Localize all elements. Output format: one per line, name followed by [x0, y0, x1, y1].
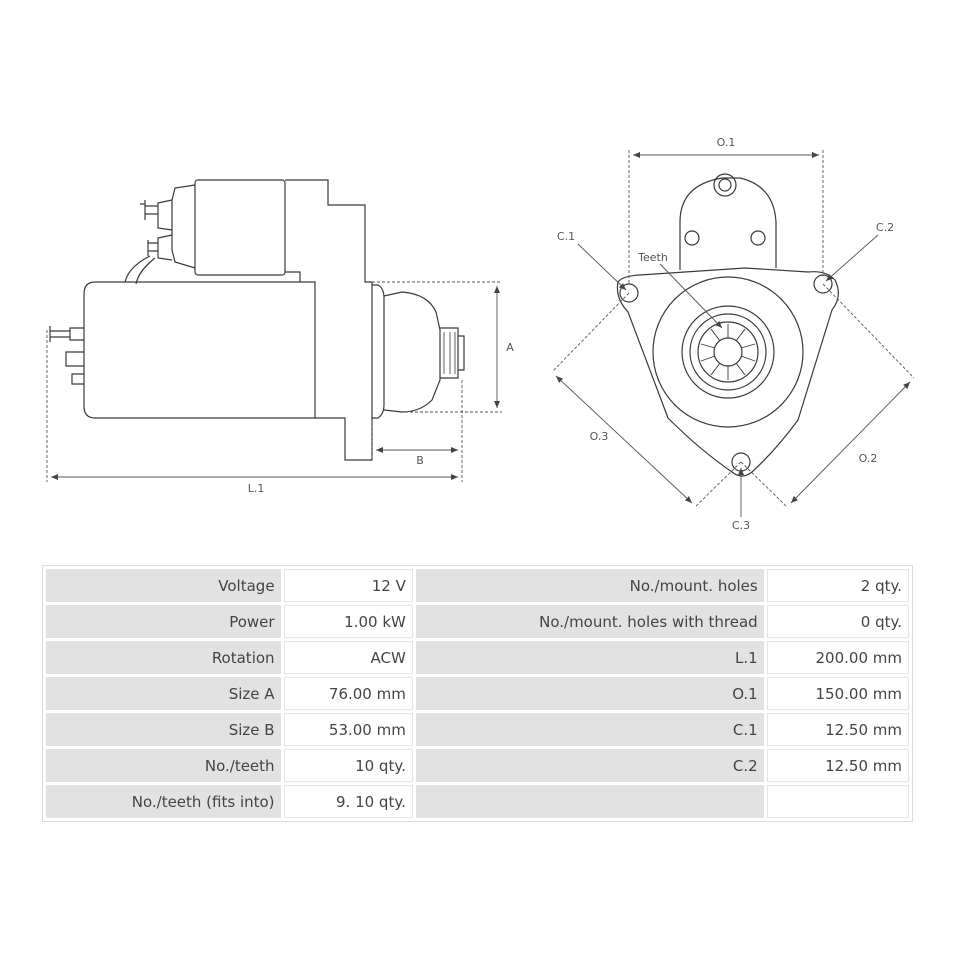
label-o2: O.2: [859, 452, 878, 465]
leader-teeth: [659, 263, 723, 329]
leader-c1: [577, 243, 627, 291]
spec-label: No./mount. holes with thread: [415, 605, 764, 638]
pinion-gear: [440, 327, 459, 379]
mount-hole-c1: [619, 283, 639, 303]
dimension-o2-line: [790, 381, 911, 504]
label-c3: C.3: [732, 519, 750, 532]
spec-value: 200.00 mm: [766, 641, 909, 674]
mounting-flange: [372, 284, 385, 419]
spec-label: L.1: [415, 641, 764, 674]
solenoid-cap: [171, 184, 196, 269]
spec-label: C.1: [415, 713, 764, 746]
spec-value: 76.00 mm: [283, 677, 413, 710]
spec-row: Voltage 12 V No./mount. holes 2 qty.: [46, 569, 909, 602]
label-c1: C.1: [557, 230, 575, 243]
solenoid-body: [194, 179, 286, 276]
spec-label: Voltage: [46, 569, 281, 602]
solenoid-lobe: [679, 177, 777, 270]
spec-label: Size B: [46, 713, 281, 746]
spec-label: C.2: [415, 749, 764, 782]
label-l1: L.1: [248, 482, 265, 495]
pinion-teeth: [700, 324, 756, 380]
front-dimensions: [551, 150, 915, 517]
spec-value: 0 qty.: [766, 605, 909, 638]
technical-drawing: A B L.1: [46, 136, 915, 532]
drive-nose: [383, 291, 441, 413]
spec-row: No./teeth 10 qty. C.2 12.50 mm: [46, 749, 909, 782]
spec-label: No./teeth (fits into): [46, 785, 281, 818]
label-o3: O.3: [590, 430, 609, 443]
spec-value: ACW: [283, 641, 413, 674]
spec-value: 12 V: [283, 569, 413, 602]
spec-value: 53.00 mm: [283, 713, 413, 746]
spec-value: 9. 10 qty.: [283, 785, 413, 818]
spec-value: 12.50 mm: [766, 749, 909, 782]
spec-label: O.1: [415, 677, 764, 710]
front-view-drawing: [616, 173, 839, 477]
label-b: B: [416, 454, 424, 467]
specifications-table: Voltage 12 V No./mount. holes 2 qty. Pow…: [42, 565, 913, 822]
spec-row: Size A 76.00 mm O.1 150.00 mm: [46, 677, 909, 710]
label-o1: O.1: [717, 136, 736, 149]
side-dimensions: [46, 281, 502, 482]
spec-row: Power 1.00 kW No./mount. holes with thre…: [46, 605, 909, 638]
label-c2: C.2: [876, 221, 894, 234]
spec-value: 150.00 mm: [766, 677, 909, 710]
spec-row: No./teeth (fits into) 9. 10 qty.: [46, 785, 909, 818]
spec-label: No./mount. holes: [415, 569, 764, 602]
spec-label: Size A: [46, 677, 281, 710]
label-teeth: Teeth: [637, 251, 668, 264]
terminal-upper: [140, 200, 158, 220]
terminal-lower: [147, 240, 158, 256]
housing-outer-ring: [652, 276, 804, 428]
pinion-outer: [697, 321, 759, 383]
spec-row: Rotation ACW L.1 200.00 mm: [46, 641, 909, 674]
spec-value: 2 qty.: [766, 569, 909, 602]
side-view-drawing: [49, 179, 465, 461]
label-a: A: [506, 341, 514, 354]
spec-label: Rotation: [46, 641, 281, 674]
spec-row: Size B 53.00 mm C.1 12.50 mm: [46, 713, 909, 746]
spec-label: Power: [46, 605, 281, 638]
motor-housing: [83, 281, 316, 419]
dimension-o3-line: [555, 375, 693, 504]
leader-c2: [825, 234, 879, 282]
spec-label-empty: [415, 785, 764, 818]
spec-label: No./teeth: [46, 749, 281, 782]
spec-value: 12.50 mm: [766, 713, 909, 746]
spec-value: 1.00 kW: [283, 605, 413, 638]
spec-value-empty: [766, 785, 909, 818]
spec-value: 10 qty.: [283, 749, 413, 782]
